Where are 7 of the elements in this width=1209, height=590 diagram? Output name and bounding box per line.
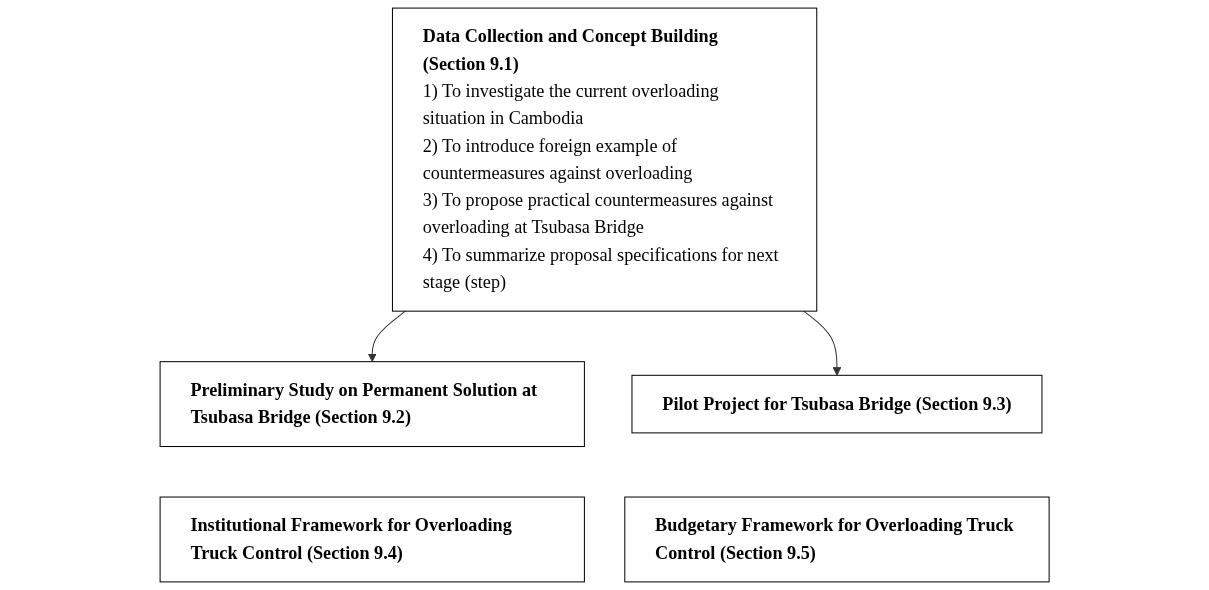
arrow — [803, 310, 842, 376]
node-box: Pilot Project for Tsubasa Bridge (Section 9.3) — [631, 374, 1043, 434]
node-box: Data Collection and Concept Building (Section 9.1) 1) To investigate the current overloading situation in Cambodia 2) To introduce foreign example of countermeasures against overloading 3) To propose practical countermeasures against overloading at Tsubasa Bridge 4) To summarize proposal specifications for next stage (step) — [391, 7, 818, 312]
node-box: Preliminary Study on Permanent Solution at Tsubasa Bridge (Section 9.2) — [159, 361, 585, 448]
node-box: Budgetary Framework for Overloading Truck Control (Section 9.5) — [624, 496, 1050, 583]
arrow — [367, 310, 406, 363]
node-box: Institutional Framework for Overloading Truck Control (Section 9.4) — [159, 496, 585, 583]
